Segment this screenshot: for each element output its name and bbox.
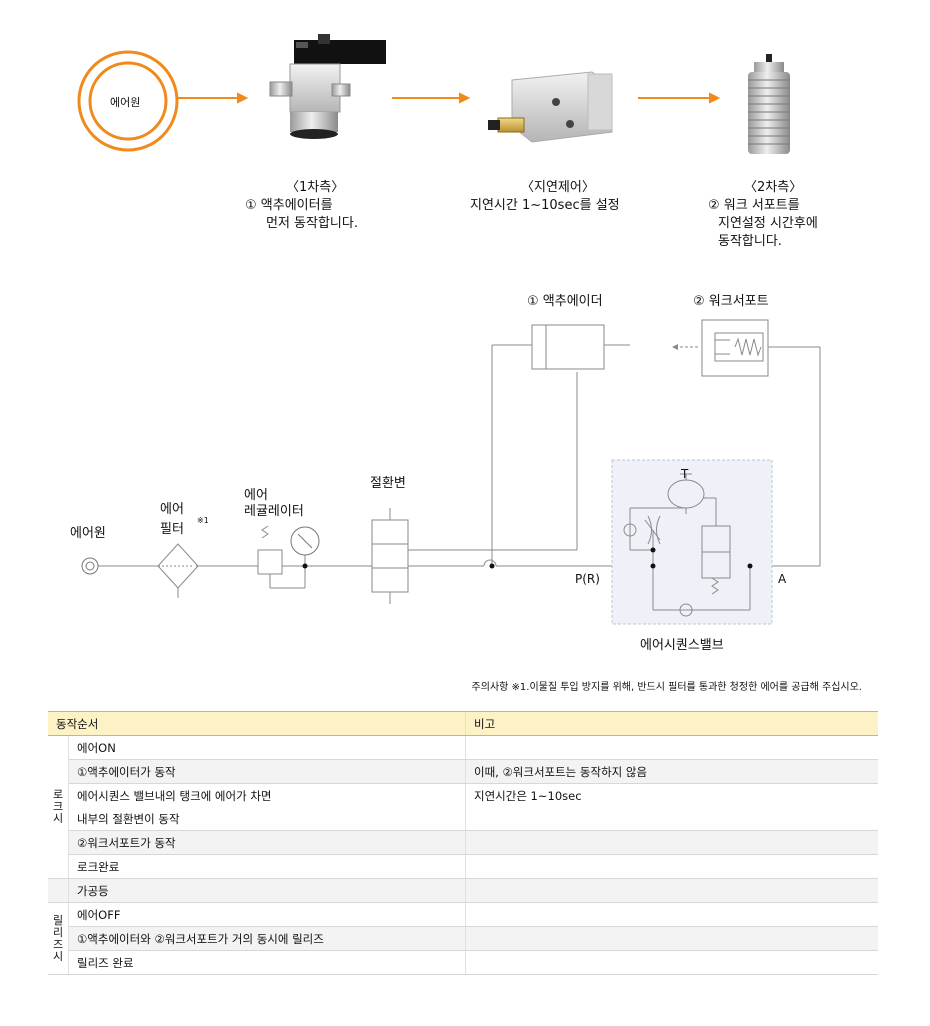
step-cell: 에어OFF <box>68 902 466 927</box>
step-cell: 에어ON <box>68 735 466 760</box>
regulator-label-line1: 에어 <box>244 488 268 503</box>
remark-cell <box>465 950 878 975</box>
step-cell: ②워크서포트가 동작 <box>68 830 466 855</box>
empty-group-cell <box>48 878 69 903</box>
step-cell: ①액추에이터와 ②워크서포트가 거의 동시에 릴리즈 <box>68 926 466 951</box>
table-row: ①액추에이터가 동작 이때, ②워크서포트는 동작하지 않음 <box>48 759 878 784</box>
step-cell: 내부의 절환변이 동작 <box>68 807 466 831</box>
flow-arrow <box>178 92 721 104</box>
air-source-label: 에어원 <box>110 96 141 109</box>
stage3-title: 〈2차측〉 <box>744 180 803 195</box>
remark-cell <box>465 735 878 760</box>
remark-cell <box>465 854 878 879</box>
table-row: ②워크서포트가 동작 <box>48 830 878 855</box>
remark-cell <box>465 878 878 903</box>
stage3-line2: 지연설정 시간후에 <box>718 216 818 231</box>
sequence-valve-label: 에어시퀀스밸브 <box>640 638 724 653</box>
remark-cell <box>465 902 878 927</box>
tank-label: T <box>681 467 689 481</box>
step-cell: 가공등 <box>68 878 466 903</box>
work-support-product-image <box>748 54 790 154</box>
pressure-gauge-icon <box>290 526 320 556</box>
work-support-label: ② 워크서포트 <box>693 294 769 309</box>
table-row: 에어시퀀스 밸브내의 탱크에 에어가 차면 지연시간은 1~10sec <box>48 783 878 831</box>
remark-cell <box>465 926 878 951</box>
filter-label-line1: 에어 <box>160 502 184 517</box>
pneumatic-schematic <box>81 319 821 625</box>
step-cell: 에어시퀀스 밸브내의 탱크에 에어가 차면 <box>77 788 272 803</box>
actuator-label: ① 액추에이더 <box>527 294 603 309</box>
stage1-title: 〈1차측〉 <box>286 180 345 195</box>
port-a-label: A <box>778 572 787 586</box>
header-remark: 비고 <box>465 711 878 736</box>
remark-cell: 이때, ②워크서포트는 동작하지 않음 <box>465 759 878 784</box>
filter-note-mark: ※1 <box>197 516 209 525</box>
filter-label-line2: 필터 <box>160 522 184 537</box>
stage3-line1: ② 워크 서포트를 <box>708 198 800 213</box>
delay-valve-product-image <box>488 71 613 143</box>
step-cell: ①액추에이터가 동작 <box>68 759 466 784</box>
step-cell: 릴리즈 완료 <box>68 950 466 975</box>
air-source-icon <box>77 50 179 152</box>
caution-note: 주의사항 ※1.이물질 투입 방지를 위해, 반드시 필터를 통과한 청정한 에… <box>471 682 862 693</box>
stage3-line3: 동작합니다. <box>718 234 782 249</box>
switch-valve-label: 절환변 <box>370 476 406 491</box>
table-row: 릴리즈 완료 <box>48 950 878 975</box>
actuator-product-image <box>269 34 386 139</box>
table-row: 로크완료 <box>48 854 878 879</box>
junction-dots <box>302 547 753 569</box>
remark-cell: 지연시간은 1~10sec <box>465 783 878 831</box>
air-source-symbol <box>81 557 99 575</box>
air-source-schematic-label: 에어원 <box>70 526 106 541</box>
regulator-label-line2: 레귤레이터 <box>244 504 304 519</box>
table-row: ①액추에이터와 ②워크서포트가 거의 동시에 릴리즈 <box>48 926 878 951</box>
top-flow-diagram <box>77 34 790 154</box>
stage1-line2: 먼저 동작합니다. <box>266 216 358 231</box>
stage1-line1: ① 액추에이터를 <box>245 198 333 213</box>
sequence-valve-box <box>611 459 773 625</box>
stage2-title: 〈지연제어〉 <box>521 180 595 195</box>
header-step: 동작순서 <box>48 711 466 736</box>
table-row: 가공등 <box>48 878 878 903</box>
table-header-row: 동작순서 비고 <box>48 711 878 736</box>
remark-cell <box>465 830 878 855</box>
port-pr-label: P(R) <box>575 572 600 586</box>
stage2-line1: 지연시간 1~10sec를 설정 <box>470 198 620 213</box>
step-cell: 로크완료 <box>68 854 466 879</box>
table-row: 내부의 절환변이 동작 <box>48 807 878 831</box>
work-support-arrow <box>672 344 698 350</box>
